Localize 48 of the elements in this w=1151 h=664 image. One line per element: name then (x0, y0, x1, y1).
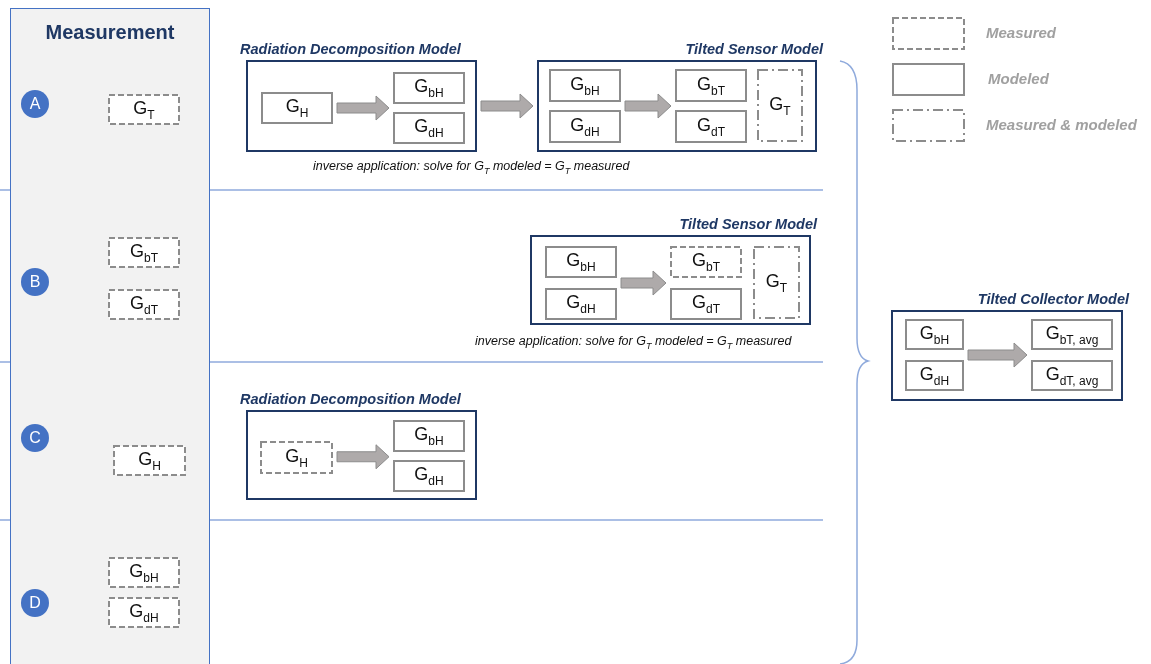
measured-variable-box: G$_{bT}$ (670, 246, 742, 278)
block-arrow (336, 95, 390, 121)
block-arrow (480, 93, 534, 119)
model-title: Tilted Collector Model (977, 291, 1129, 307)
modeled-variable-box: G$_{bH}$ (393, 420, 465, 452)
measured-variable-box: G$_{dH}$ (108, 597, 180, 628)
modeled-variable-box: G$_{bH}$ (393, 72, 465, 104)
modeled-variable-box: G$_{bH}$ (905, 319, 964, 350)
model-title: Radiation Decomposition Model (240, 391, 461, 407)
modeled-variable-box: G$_{dT}$ (675, 110, 747, 143)
measured-variable-box: G$_{bT}$ (108, 237, 180, 268)
modeled-variable-box: G$_{dH}$ (549, 110, 621, 143)
measured-variable-box: G$_{H}$ (260, 441, 333, 474)
caption-note: inverse application: solve for G$_{T}$ modeled = G$_{T}$ measured (313, 159, 630, 176)
modeled-variable-box: G$_{dH}$ (545, 288, 617, 320)
panel-title: Measurement (44, 21, 176, 44)
measurement-panel (10, 8, 210, 664)
measured-modeled-variable-box: G$_{T}$ (757, 69, 803, 142)
modeled-variable-box: G$_{dH}$ (905, 360, 964, 391)
modeled-variable-box: G$_{dH}$ (393, 460, 465, 492)
modeled-variable-box: G$_{dH}$ (393, 112, 465, 144)
legend-label: Measured (986, 24, 1057, 41)
row-marker: D (21, 589, 49, 617)
block-arrow (624, 93, 672, 119)
modeled-variable-box: G$_{bT, avg}$ (1031, 319, 1113, 350)
modeled-variable-box: G$_{dT}$ (670, 288, 742, 320)
legend-label: Modeled (988, 70, 1049, 87)
measured-variable-box: G$_{dT}$ (108, 289, 180, 320)
block-arrow (967, 342, 1028, 368)
modeled-variable-box: G$_{bT}$ (675, 69, 747, 102)
block-arrow (336, 444, 390, 470)
caption-note: inverse application: solve for G$_{T}$ modeled = G$_{T}$ measured (475, 334, 792, 351)
row-marker: A (21, 90, 49, 118)
measured-variable-box: G$_{bH}$ (108, 557, 180, 588)
row-marker: C (21, 424, 49, 452)
model-title: Tilted Sensor Model (685, 41, 823, 57)
model-title: Radiation Decomposition Model (240, 41, 461, 57)
measured-variable-box: G$_{H}$ (113, 445, 186, 476)
block-arrow (620, 270, 667, 296)
modeled-variable-box: G$_{bH}$ (549, 69, 621, 102)
modeled-variable-box: G$_{dT, avg}$ (1031, 360, 1113, 391)
measured-modeled-variable-box: G$_{T}$ (753, 246, 800, 319)
modeled-variable-box: G$_{H}$ (261, 92, 333, 124)
measured-variable-box: G$_{T}$ (108, 94, 180, 125)
row-marker: B (21, 268, 49, 296)
modeled-variable-box: G$_{bH}$ (545, 246, 617, 278)
legend-label: Measured & modeled (986, 116, 1137, 133)
model-title: Tilted Sensor Model (679, 216, 817, 232)
